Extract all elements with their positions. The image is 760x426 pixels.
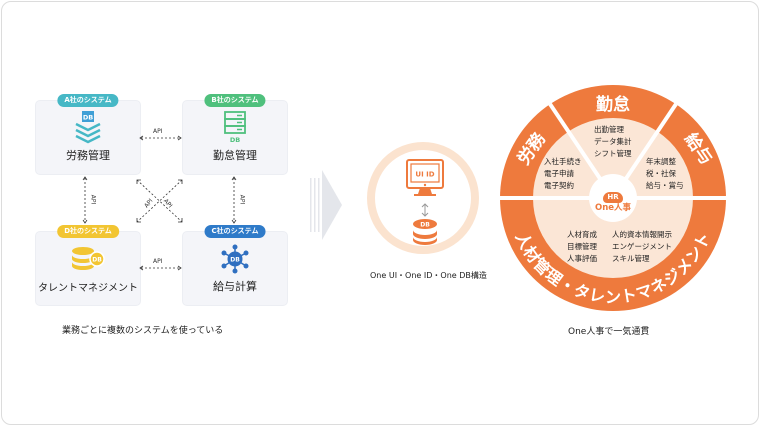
layered-db-icon: DB [73,111,103,149]
jinzai-item: 目標管理 [567,242,597,251]
roumu-item: 電子申請 [544,169,574,178]
roumu-item: 電子契約 [544,181,574,190]
middle-caption: One UI・One ID・One DB構造 [370,271,487,280]
stacked-db-icon: DB [70,246,106,278]
kyuyo-items: 年末調整 税・社保 給与・賞与 [646,156,684,192]
system-title-d: タレントマネジメント [38,283,138,294]
one-hr-name: One人事 [594,203,632,213]
jinzai-item: 人材育成 [567,230,597,239]
svg-text:DB: DB [230,257,240,264]
one-hr-logo: HR One人事 [588,184,638,214]
kyuyo-item: 税・社保 [646,169,676,178]
kintai-item: 出勤管理 [594,125,624,134]
system-card-a: A社のシステム DB 労務管理 [35,94,141,175]
svg-text:DB: DB [230,136,240,144]
system-badge-c: C社のシステム [204,225,266,238]
svg-text:DB: DB [83,114,93,122]
system-badge-a: A社のシステム [57,94,119,107]
api-label-dc: API [153,258,163,265]
svg-text:DB: DB [420,222,430,229]
api-label-ad: API [89,194,97,205]
jinzai-item: スキル管理 [612,254,650,263]
right-arrow-icon [310,170,342,240]
system-card-d: D社のシステム DB タレントマネジメント [35,225,141,306]
roumu-items: 入社手続き 電子申請 電子契約 [544,156,582,192]
svg-text:DB: DB [92,257,102,264]
left-caption: 業務ごとに複数のシステムを使っている [62,326,224,336]
segment-kintai: 勤怠 [596,94,630,115]
monitor-icon: UI ID [406,159,444,196]
api-label-ab: API [153,128,163,135]
system-badge-d: D社のシステム [57,225,119,238]
server-db-icon: DB [223,111,247,149]
system-card-c: C社のシステム DB 給与計算 [182,225,288,306]
kintai-item: シフト管理 [594,149,632,158]
system-badge-b: B社のシステム [204,94,266,107]
sync-arrow-icon [421,203,429,217]
database-icon: DB [413,219,437,245]
kintai-items: 出勤管理 データ集計 シフト管理 [594,124,632,160]
network-db-icon: DB [219,244,251,278]
hr-cloud-icon: HR [603,192,623,203]
svg-text:UI ID: UI ID [415,171,434,179]
roumu-item: 入社手続き [544,157,582,166]
kyuyo-item: 給与・賞与 [646,181,684,190]
kintai-item: データ集計 [594,137,632,146]
jinzai-items-right: 人的資本情報開示 エンゲージメント スキル管理 [612,229,672,265]
jinzai-item: 人事評価 [567,254,597,263]
jinzai-item: エンゲージメント [612,242,672,251]
right-caption: One人事で一気通貫 [568,327,650,337]
system-title-b: 勤怠管理 [213,149,257,162]
system-title-a: 労務管理 [66,149,110,162]
api-connectors [82,135,237,271]
system-title-c: 給与計算 [213,280,257,293]
system-card-b: B社のシステム DB 勤怠管理 [182,94,288,175]
api-label-bc: API [238,194,246,205]
kyuyo-item: 年末調整 [646,157,676,166]
jinzai-item: 人的資本情報開示 [612,230,672,239]
jinzai-items-left: 人材育成 目標管理 人事評価 [567,229,597,265]
